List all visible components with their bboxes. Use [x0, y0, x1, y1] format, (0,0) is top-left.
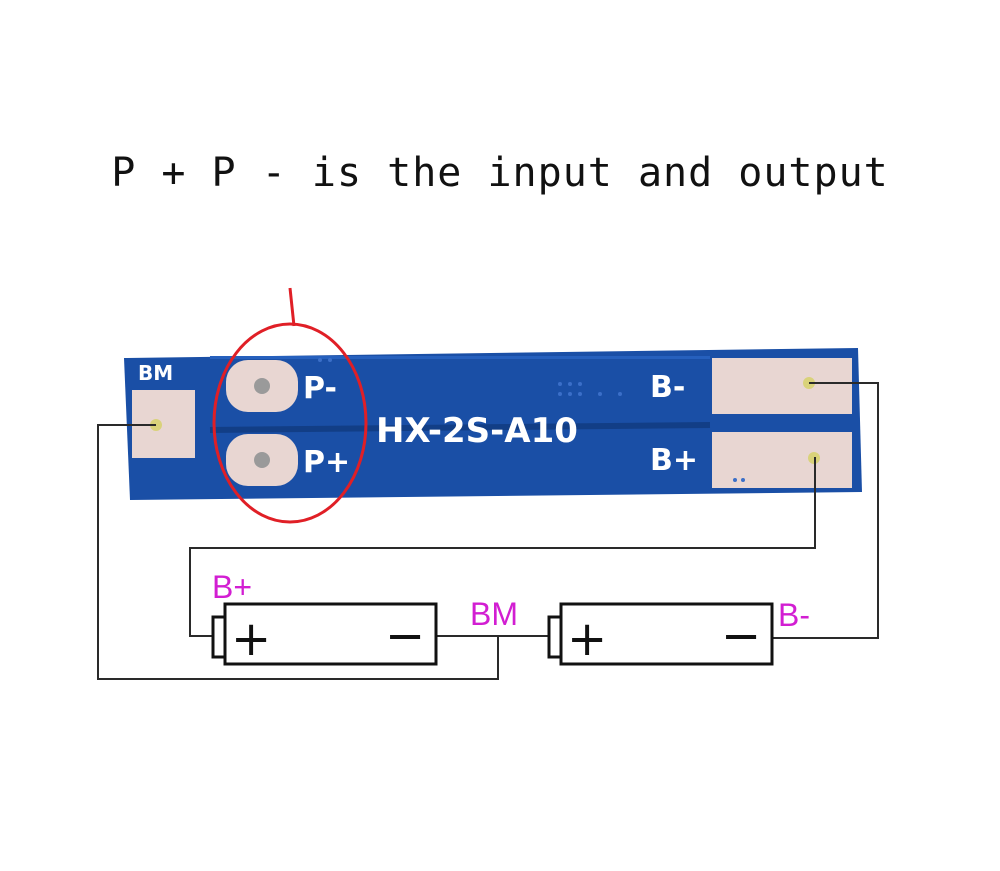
p-minus-silk-label: P-	[303, 371, 337, 406]
battery-1: + −	[211, 602, 438, 667]
bm-silk-label: BM	[138, 361, 173, 385]
b-minus-pad	[712, 358, 852, 414]
p-minus-hole	[254, 378, 270, 394]
pcb-board: BM P- P+ HX-2S-A10 B- B+	[124, 348, 862, 500]
battery-2-positive: +	[567, 611, 607, 667]
b-minus-silk-label: B-	[650, 370, 685, 405]
b-plus-silk-label: B+	[650, 443, 698, 478]
p-plus-hole	[254, 452, 270, 468]
battery-2: + −	[547, 602, 774, 667]
board-model-label: HX-2S-A10	[376, 411, 578, 451]
wire-b-minus	[772, 382, 879, 639]
p-plus-silk-label: P+	[303, 445, 350, 480]
b-plus-pad	[712, 432, 852, 488]
pcb-body	[124, 348, 862, 500]
wire-label-bm: BM	[470, 596, 518, 632]
battery-1-negative: −	[385, 608, 425, 664]
wire-bm	[97, 424, 499, 680]
battery-1-positive: +	[231, 611, 271, 667]
wires	[97, 382, 879, 680]
wire-b-plus	[189, 457, 816, 637]
battery-2-negative: −	[721, 608, 761, 664]
via-dots	[318, 358, 745, 482]
wire-label-b-minus: B-	[778, 597, 810, 633]
wire-label-b-plus: B+	[212, 569, 252, 605]
caption-title: P + P - is the input and output	[111, 150, 889, 196]
input-output-highlight	[212, 287, 368, 524]
